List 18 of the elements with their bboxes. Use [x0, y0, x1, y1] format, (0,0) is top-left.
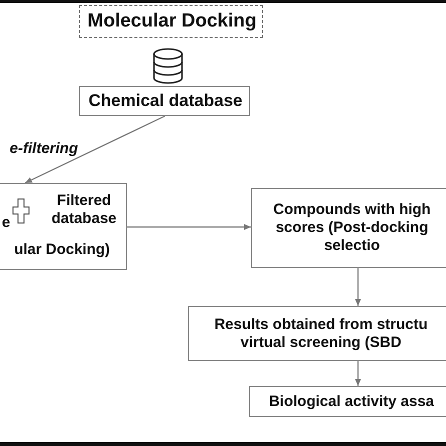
- node-text: Filtered database: [50, 192, 118, 228]
- node-text: Molecular Docking: [86, 10, 258, 33]
- node-text: Biological activity assa: [268, 392, 436, 410]
- process-box: [79, 86, 250, 116]
- process-box: [249, 386, 446, 417]
- title-box: [79, 5, 263, 38]
- arrow: [24, 115, 166, 184]
- arrow: [355, 361, 361, 386]
- process-box: [251, 188, 446, 268]
- node-text: Chemical database: [87, 90, 244, 112]
- process-box: [188, 306, 446, 361]
- node-text: Results obtained from structu virtual screening (SBD: [213, 316, 429, 352]
- node-text: e: [0, 214, 12, 232]
- edge-label: e-filtering: [10, 140, 78, 157]
- node-text: Compounds with high scores (Post-docking selectio: [272, 201, 432, 255]
- node-text: ular Docking): [13, 241, 111, 259]
- arrow: [127, 224, 251, 230]
- arrow: [355, 268, 361, 306]
